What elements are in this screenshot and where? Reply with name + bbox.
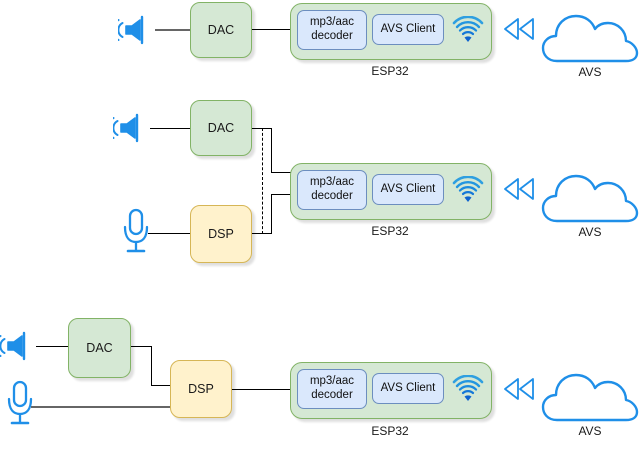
cloud-icon: [541, 5, 639, 65]
avs-client-block[interactable]: AVS Client: [372, 373, 444, 404]
speaker-icon: [113, 110, 155, 146]
esp32-caption: ESP32: [371, 64, 409, 78]
avs-client-block[interactable]: AVS Client: [372, 174, 444, 205]
decoder-label-line1: mp3/aac: [309, 176, 355, 189]
microphone-icon: [122, 208, 150, 256]
dashed-bus-line: [262, 128, 263, 234]
esp32-caption: ESP32: [371, 224, 409, 238]
edge-dac-out: [131, 346, 152, 347]
decoder-label-line1: mp3/aac: [309, 375, 355, 388]
edge-mic-to-dsp: [148, 233, 191, 234]
edge-speaker-to-dac: [150, 128, 191, 129]
double-left-arrow-icon: [503, 177, 537, 201]
edge-speaker-to-dac: [155, 29, 191, 31]
decoder-label-line2: decoder: [311, 190, 353, 202]
microphone-icon: [6, 380, 34, 428]
dsp-block[interactable]: DSP: [190, 205, 252, 263]
cloud-icon: [541, 364, 639, 424]
edge-dsp-up: [271, 194, 272, 234]
avs-client-label: AVS Client: [380, 381, 436, 394]
edge-dac-down: [271, 128, 272, 173]
edge-speaker-to-dac: [36, 346, 69, 347]
esp32-caption: ESP32: [371, 424, 409, 438]
cloud-caption: AVS: [578, 65, 602, 79]
edge-dac-into-esp32: [271, 172, 291, 173]
edge-dac-down: [151, 346, 152, 386]
decoder-label-line1: mp3/aac: [309, 16, 355, 29]
double-left-arrow-icon: [503, 17, 537, 41]
edge-dac-to-esp32: [252, 29, 291, 30]
mp3-aac-decoder-block[interactable]: mp3/aac decoder: [297, 369, 367, 409]
dac-label: DAC: [207, 120, 235, 135]
edge-dsp-to-esp32: [232, 389, 291, 390]
dac-block[interactable]: DAC: [68, 318, 131, 378]
mp3-aac-decoder-block[interactable]: mp3/aac decoder: [297, 170, 367, 210]
dsp-label: DSP: [208, 226, 234, 241]
edge-dsp-into-esp32: [271, 194, 291, 195]
decoder-label-line2: decoder: [311, 30, 353, 42]
double-left-arrow-icon: [503, 377, 537, 401]
cloud-icon: [541, 165, 639, 225]
decoder-label-line2: decoder: [311, 389, 353, 401]
dac-block[interactable]: DAC: [190, 2, 252, 58]
dsp-block[interactable]: DSP: [170, 360, 232, 418]
wifi-icon: [452, 176, 484, 203]
mp3-aac-decoder-block[interactable]: mp3/aac decoder: [297, 10, 367, 50]
avs-client-label: AVS Client: [380, 182, 436, 195]
dsp-label: DSP: [188, 381, 214, 396]
speaker-icon: [118, 12, 160, 48]
avs-client-block[interactable]: AVS Client: [372, 14, 444, 45]
edge-dac-into-dsp: [151, 385, 171, 386]
edge-mic-to-dsp: [31, 406, 171, 408]
dac-label: DAC: [86, 340, 113, 355]
wifi-icon: [452, 16, 484, 43]
dac-label: DAC: [207, 22, 235, 37]
speaker-icon: [0, 328, 42, 364]
cloud-caption: AVS: [578, 225, 602, 239]
wifi-icon: [452, 375, 484, 402]
avs-client-label: AVS Client: [380, 22, 436, 35]
cloud-caption: AVS: [578, 424, 602, 438]
dac-block[interactable]: DAC: [190, 100, 252, 156]
